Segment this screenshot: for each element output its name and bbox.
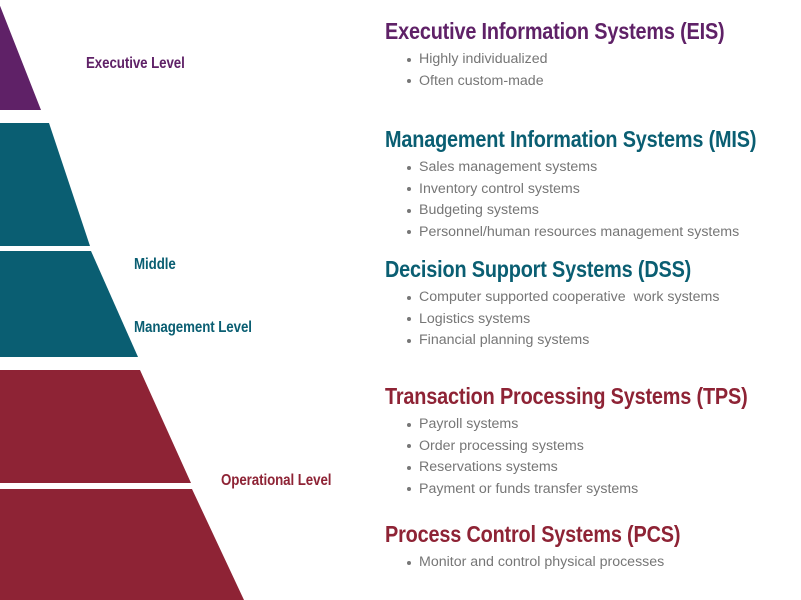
tier-label-middle-management: Middle Management Level [134,212,252,380]
bullet-icon [407,560,411,565]
system-points-dss: Computer supported cooperative work syst… [385,287,801,352]
tier-label-operational: Operational Level [221,472,332,489]
list-item-text: Order processing systems [419,437,584,454]
pyramid-band-management-upper [0,123,90,246]
list-item: Logistics systems [385,309,801,331]
list-item: Financial planning systems [385,330,801,352]
system-points-eis: Highly individualized Often custom-made [385,49,801,92]
systems-list-column: Executive Information Systems (EIS) High… [385,0,801,600]
list-item-text: Inventory control systems [419,180,580,197]
list-item-text: Computer supported cooperative work syst… [419,289,720,305]
pyramid-band-operational-lower [0,489,244,600]
bullet-icon [407,444,411,448]
list-item: Reservations systems [385,457,801,479]
list-item-text: Budgeting systems [419,202,539,218]
list-item: Budgeting systems [385,200,801,222]
list-item: Computer supported cooperative work syst… [385,287,801,309]
bullet-icon [407,187,411,191]
list-item-text: Payment or funds transfer systems [419,480,639,497]
system-block-eis: Executive Information Systems (EIS) High… [385,18,801,92]
system-block-dss: Decision Support Systems (DSS) Computer … [385,256,801,352]
system-heading-dss: Decision Support Systems (DSS) [385,256,692,282]
list-item-text: Personnel/human resources management sys… [419,223,740,240]
bullet-icon [407,79,411,83]
bullet-icon [407,165,411,170]
bullet-icon [407,57,411,62]
list-item-text: Payroll systems [419,416,519,432]
list-item: Often custom-made [385,71,801,93]
pyramid-svg [0,5,244,600]
bullet-icon [407,295,411,300]
list-item-text: Highly individualized [419,51,548,67]
tier-label-middle-line1: Middle [134,256,176,273]
system-heading-pcs: Process Control Systems (PCS) [385,521,681,547]
system-block-pcs: Process Control Systems (PCS) Monitor an… [385,521,801,574]
list-item-text: Monitor and control physical processes [419,554,665,570]
system-points-pcs: Monitor and control physical processes [385,552,801,574]
pyramid-band-executive [0,5,41,110]
list-item-text: Sales management systems [419,159,598,175]
system-points-mis: Sales management systems Inventory contr… [385,157,801,243]
bullet-icon [407,487,411,491]
list-item: Payroll systems [385,414,801,436]
tier-label-executive: Executive Level [86,55,185,72]
list-item-text: Financial planning systems [419,332,590,348]
list-item-text: Often custom-made [419,72,544,89]
list-item: Inventory control systems [385,179,801,201]
system-heading-tps: Transaction Processing Systems (TPS) [385,383,748,409]
list-item: Order processing systems [385,436,801,458]
list-item: Sales management systems [385,157,801,179]
list-item-text: Logistics systems [419,310,531,327]
system-heading-eis: Executive Information Systems (EIS) [385,18,725,44]
tier-label-middle-line2: Management Level [134,319,252,336]
list-item-text: Reservations systems [419,459,558,475]
system-points-tps: Payroll systems Order processing systems… [385,414,801,500]
list-item: Highly individualized [385,49,801,71]
pyramid-diagram [0,0,360,600]
pyramid-band-management-lower [0,251,138,357]
list-item: Monitor and control physical processes [385,552,801,574]
bullet-icon [407,317,411,321]
system-block-mis: Management Information Systems (MIS) Sal… [385,126,801,243]
system-heading-mis: Management Information Systems (MIS) [385,126,757,152]
bullet-icon [407,230,411,234]
list-item: Personnel/human resources management sys… [385,222,801,244]
bullet-icon [407,465,411,470]
bullet-icon [407,338,411,343]
pyramid-band-operational-upper [0,370,191,483]
bullet-icon [407,422,411,427]
system-block-tps: Transaction Processing Systems (TPS) Pay… [385,383,801,500]
bullet-icon [407,208,411,213]
list-item: Payment or funds transfer systems [385,479,801,501]
